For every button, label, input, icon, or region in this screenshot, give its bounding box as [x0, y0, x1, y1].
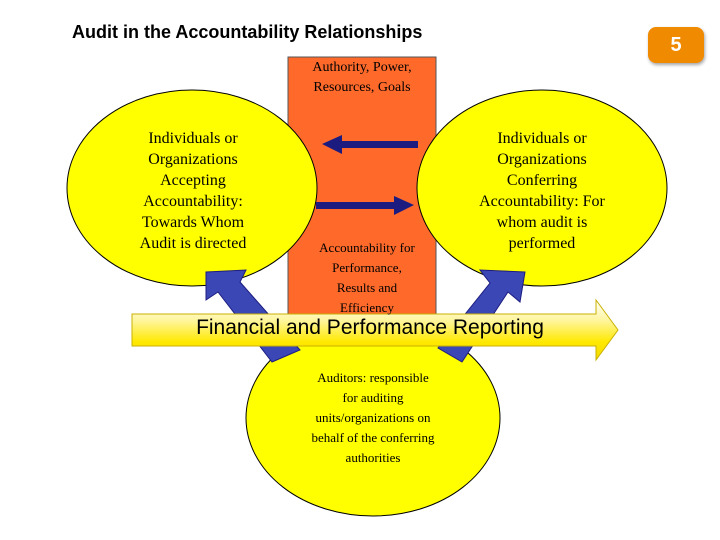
right-arrow-head [394, 196, 414, 215]
left-arrow-shaft [340, 141, 418, 148]
accountability-label: Accountability for Performance, Results … [319, 240, 415, 315]
reporting-banner [131, 298, 619, 362]
slide-title: Audit in the Accountability Relationship… [72, 22, 423, 42]
left-oval [66, 89, 318, 287]
right-oval [416, 89, 668, 287]
auditors-label: Auditors: responsible for auditing units… [311, 370, 435, 465]
right-oval-label: Individuals or Organizations Conferring … [479, 130, 605, 252]
left-arrow-head [322, 135, 342, 154]
right-arrow-shaft [316, 202, 396, 209]
reporting-banner-label: Financial and Performance Reporting [196, 316, 544, 339]
left-oval-label: Individuals or Organizations Accepting A… [139, 130, 247, 252]
authority-label: Authority, Power, Resources, Goals [312, 60, 412, 95]
page-number-badge: 5 [648, 27, 704, 63]
